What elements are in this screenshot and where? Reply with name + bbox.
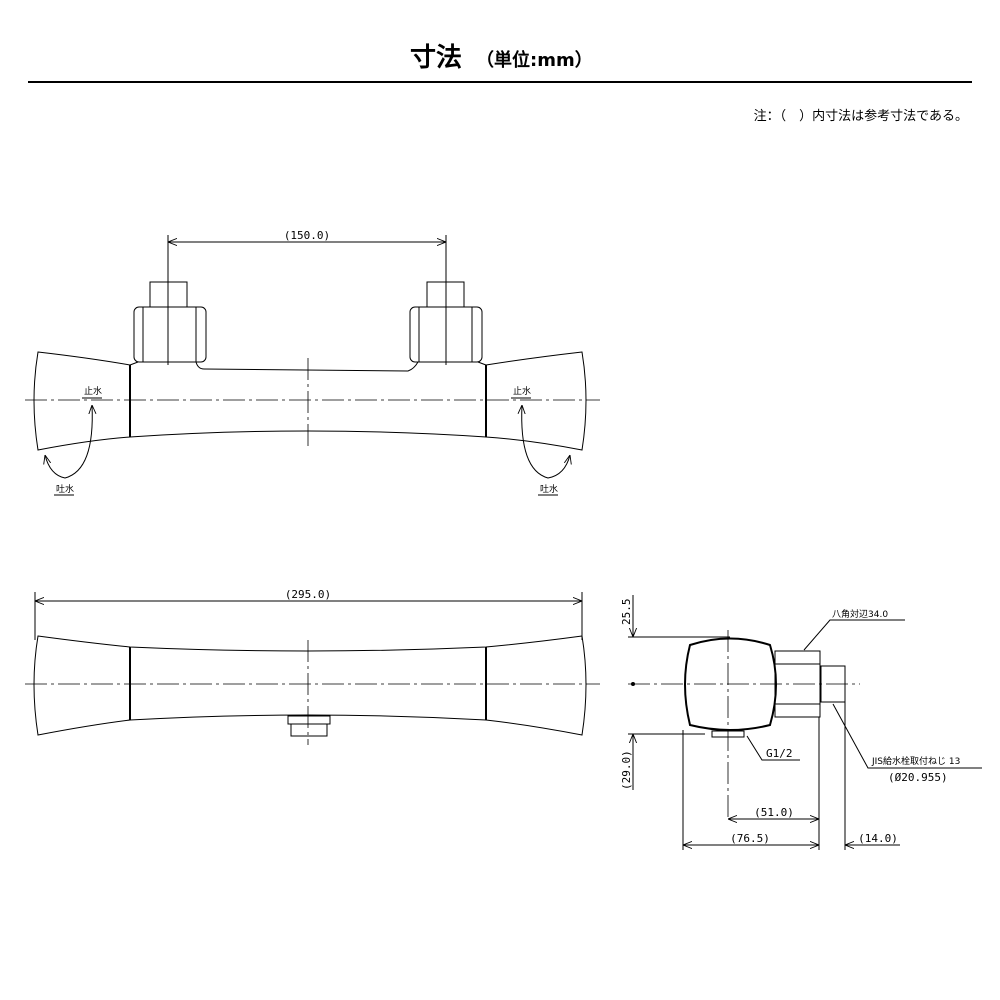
inlet-diameter-label: (Ø20.955) xyxy=(888,771,948,784)
unit-label: （単位:mm） xyxy=(476,49,593,71)
pitch-dimension: (150.0) xyxy=(284,229,330,242)
right-nut xyxy=(409,281,483,363)
front-view: (295.0) xyxy=(25,588,600,745)
dimension-76-5: (76.5) xyxy=(730,832,770,845)
top-view: (150.0) 止水 吐水 止水 吐水 xyxy=(25,229,600,496)
dimension-51: (51.0) xyxy=(754,806,794,819)
length-dimension: (295.0) xyxy=(285,588,331,601)
outlet-thread-label: G1/2 xyxy=(766,747,793,760)
right-spout-label: 吐水 xyxy=(540,483,558,495)
left-spout-label: 吐水 xyxy=(56,483,74,495)
dimension-14: (14.0) xyxy=(858,832,898,845)
side-view: 25.5 (29.0) 八角対辺34.0 G1/2 JIS給水栓取付ねじ 13 … xyxy=(620,595,982,850)
top-height-dimension: 25.5 xyxy=(620,599,633,626)
right-stop-label: 止水 xyxy=(513,385,531,397)
bottom-height-dimension: (29.0) xyxy=(620,750,633,790)
inlet-thread-label: JIS給水栓取付ねじ 13 xyxy=(871,755,960,767)
left-nut xyxy=(133,281,207,363)
left-stop-label: 止水 xyxy=(84,385,102,397)
reference-note: 注：（ ）内寸法は参考寸法である。 xyxy=(754,108,968,124)
page-title: 寸法 xyxy=(410,43,462,73)
hex-size-label: 八角対辺34.0 xyxy=(832,608,888,620)
